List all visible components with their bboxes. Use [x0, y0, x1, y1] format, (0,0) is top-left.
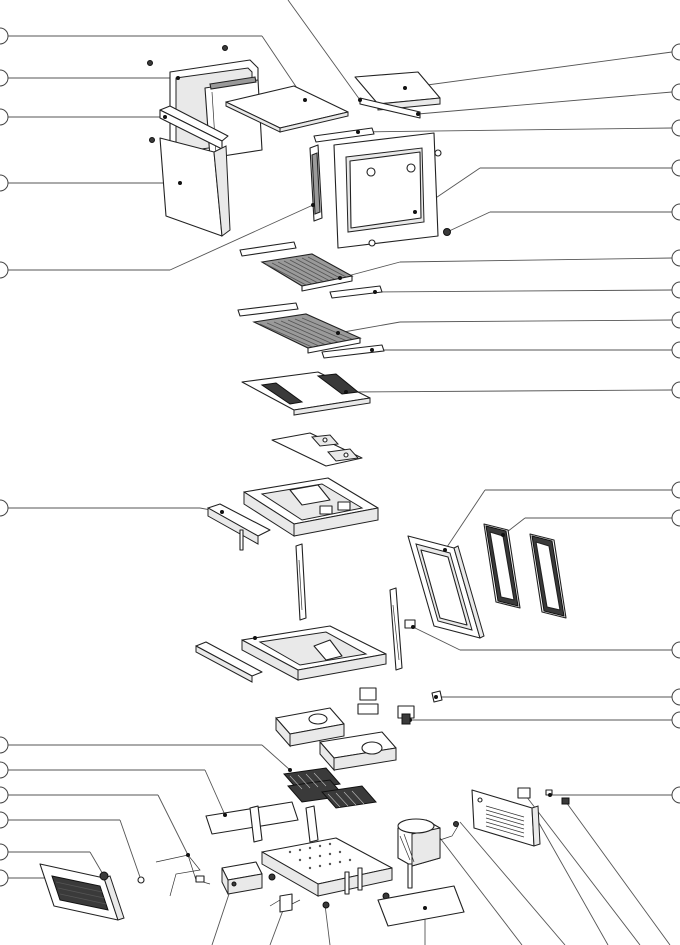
door-frame-large — [407, 535, 485, 639]
side-plate — [205, 801, 319, 843]
top-right-bracket — [354, 71, 441, 119]
front-grille — [39, 863, 145, 921]
callout-right-6 — [671, 249, 680, 267]
callout-right-9 — [671, 341, 680, 359]
callout-left-8 — [0, 761, 9, 779]
compressor — [397, 818, 459, 889]
callout-right-4 — [671, 159, 680, 177]
insulated-box-assembly — [147, 45, 263, 237]
callout-right-14 — [671, 688, 680, 706]
vertical-posts — [295, 543, 403, 671]
callout-left-12 — [0, 869, 9, 887]
fan-housing-1 — [275, 707, 345, 748]
callout-left-4 — [0, 174, 9, 192]
heat-exchanger-blocks — [283, 767, 377, 809]
fan-housing-2 — [319, 731, 397, 772]
callout-left-1 — [0, 27, 9, 45]
bottom-bracket — [269, 893, 301, 913]
callout-left-5 — [0, 261, 9, 279]
callout-right-12 — [671, 509, 680, 527]
callout-left-7 — [0, 736, 9, 754]
door-gasket-1 — [483, 523, 521, 609]
long-rail — [195, 641, 263, 683]
callout-right-7 — [671, 281, 680, 299]
base-front-plate — [377, 885, 465, 927]
callout-right-16 — [671, 786, 680, 804]
callout-right-15 — [671, 711, 680, 729]
hinge-part — [404, 619, 416, 629]
door-gasket-2 — [529, 533, 567, 619]
lower-tray — [241, 625, 387, 681]
callout-right-8 — [671, 311, 680, 329]
callout-right-2 — [671, 83, 680, 101]
side-strip — [309, 127, 375, 222]
callout-right-10 — [671, 381, 680, 399]
control-box — [221, 861, 263, 895]
pipe-assembly — [155, 853, 211, 897]
callout-left-10 — [0, 811, 9, 829]
rear-vent-panel — [471, 789, 541, 847]
leader-lines — [8, 0, 673, 945]
fan-mount-parts — [357, 687, 443, 725]
callouts-left — [0, 27, 9, 887]
callout-right-3 — [671, 119, 680, 137]
upper-tray — [243, 477, 379, 537]
top-plate — [225, 85, 349, 133]
callout-right-13 — [671, 641, 680, 659]
callout-left-6 — [0, 499, 9, 517]
callout-right-11 — [671, 481, 680, 499]
callout-left-9 — [0, 786, 9, 804]
small-bracket-plate — [271, 432, 363, 467]
cold-plate — [241, 371, 371, 416]
callout-right-1 — [671, 43, 680, 61]
heat-sink-stack — [237, 241, 385, 359]
callout-left-3 — [0, 108, 9, 126]
connector-parts — [517, 787, 570, 805]
left-rail-bracket — [207, 503, 271, 551]
callout-right-5 — [671, 203, 680, 221]
callout-left-11 — [0, 843, 9, 861]
base-pan — [261, 837, 393, 909]
callouts-right — [671, 43, 680, 804]
front-frame-panel — [333, 132, 451, 249]
callout-left-2 — [0, 69, 9, 87]
